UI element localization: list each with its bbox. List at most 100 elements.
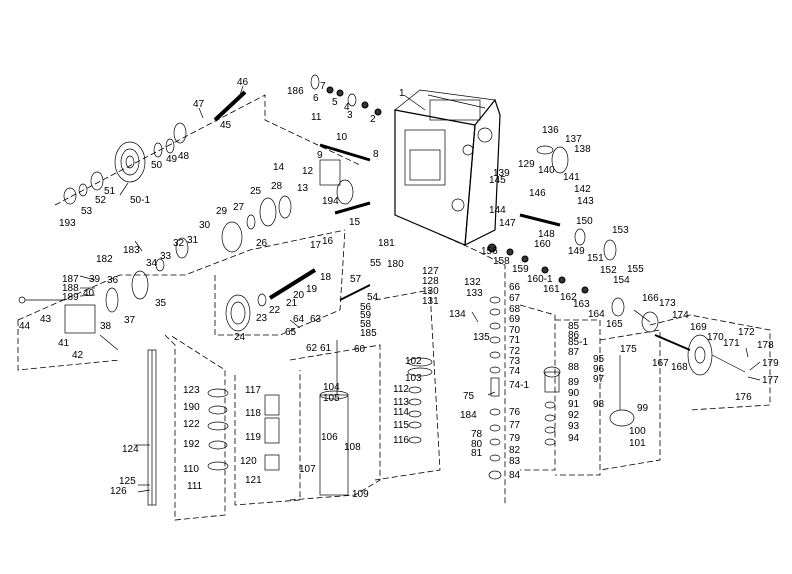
part-label: 28 <box>271 181 283 192</box>
part-label: 20 <box>293 290 305 301</box>
part-label: 129 <box>518 159 535 170</box>
part-label: 2 <box>370 114 376 125</box>
part-label: 34 <box>146 258 158 269</box>
part-label: 150 <box>576 216 593 227</box>
part-label: 4 <box>344 102 350 113</box>
part-label: 123 <box>183 385 200 396</box>
part-label: 107 <box>299 464 316 475</box>
part-label: 49 <box>166 154 178 165</box>
part-label: 71 <box>509 335 521 346</box>
part-label: 92 <box>568 410 580 421</box>
part-label: 9 <box>317 150 323 161</box>
part-label: 89 <box>568 377 580 388</box>
part-label: 155 <box>627 264 644 275</box>
part-label: 23 <box>256 313 268 324</box>
leader-lines <box>79 85 761 493</box>
part-label: 90 <box>568 388 580 399</box>
part-label: 103 <box>405 373 422 384</box>
part-label: 136 <box>542 125 559 136</box>
part-label: 186 <box>287 86 304 97</box>
part-label: 189 <box>62 292 79 303</box>
part-label: 5 <box>332 97 338 108</box>
part-label: 122 <box>183 419 200 430</box>
part-label: 184 <box>460 410 477 421</box>
part-label: 194 <box>322 196 339 207</box>
part-label: 159 <box>512 264 529 275</box>
part-label: 160-1 <box>527 274 553 285</box>
part-label: 21 <box>286 298 298 309</box>
part-label: 128 <box>422 276 439 287</box>
part-label: 22 <box>269 305 281 316</box>
part-label: 76 <box>509 407 521 418</box>
part-label: 142 <box>574 184 591 195</box>
part-label: 93 <box>568 421 580 432</box>
part-label: 162 <box>560 292 577 303</box>
part-label: 39 <box>89 274 101 285</box>
part-label: 131 <box>422 296 439 307</box>
part-label: 143 <box>577 196 594 207</box>
part-label: 109 <box>352 489 369 500</box>
part-label: 81 <box>471 448 483 459</box>
part-label: 85 <box>568 321 580 332</box>
part-label: 112 <box>393 384 409 395</box>
part-label: 74 <box>509 366 521 377</box>
part-label: 11 <box>311 112 322 123</box>
part-label: 62 <box>306 343 318 354</box>
part-label: 104 <box>323 382 340 393</box>
part-label: 94 <box>568 433 580 444</box>
part-label: 147 <box>499 218 516 229</box>
part-label: 68 <box>509 304 521 315</box>
part-label: 190 <box>183 402 200 413</box>
part-label: 52 <box>95 195 107 206</box>
part-label: 57 <box>350 274 362 285</box>
part-label: 53 <box>81 206 93 217</box>
part-label: 119 <box>245 432 261 443</box>
part-label: 7 <box>320 81 326 92</box>
part-label: 73 <box>509 356 521 367</box>
part-label: 48 <box>178 151 190 162</box>
part-label: 59 <box>360 310 372 321</box>
part-label: 168 <box>671 362 688 373</box>
part-label: 72 <box>509 346 521 357</box>
part-label: 70 <box>509 325 521 336</box>
part-label: 176 <box>735 392 752 403</box>
part-label: 164 <box>588 309 605 320</box>
part-label: 25 <box>250 186 262 197</box>
part-label: 54 <box>367 292 379 303</box>
part-label: 125 <box>119 476 136 487</box>
part-label: 56 <box>360 302 372 313</box>
part-label: 44 <box>19 321 31 332</box>
part-label: 135 <box>473 332 490 343</box>
part-label: 167 <box>652 358 669 369</box>
part-label: 171 <box>723 338 740 349</box>
part-label: 50-1 <box>130 195 150 206</box>
part-label: 138 <box>574 144 591 155</box>
part-label: 1 <box>399 88 405 99</box>
part-label: 114 <box>393 407 409 418</box>
part-label: 106 <box>321 432 338 443</box>
part-label: 170 <box>707 332 724 343</box>
part-label: 181 <box>378 238 395 249</box>
part-label: 154 <box>613 275 630 286</box>
part-label: 86 <box>568 330 580 341</box>
part-label: 43 <box>40 314 52 325</box>
part-label: 42 <box>72 350 84 361</box>
part-label: 65 <box>285 327 297 338</box>
part-label: 124 <box>122 444 139 455</box>
part-label: 14 <box>273 162 285 173</box>
part-label: 115 <box>393 420 409 431</box>
part-label: 15 <box>349 217 361 228</box>
part-label: 139 <box>493 168 510 179</box>
part-label: 78 <box>471 429 483 440</box>
part-label: 88 <box>568 362 580 373</box>
part-label: 3 <box>347 110 353 121</box>
part-label: 117 <box>245 385 261 396</box>
part-label: 74-1 <box>509 380 529 391</box>
part-label: 33 <box>160 251 172 262</box>
part-label: 160 <box>534 239 551 250</box>
part-label: 132 <box>464 277 481 288</box>
part-label: 17 <box>310 240 322 251</box>
part-label: 113 <box>393 397 409 408</box>
part-label: 172 <box>738 327 755 338</box>
part-label: 105 <box>323 393 340 404</box>
